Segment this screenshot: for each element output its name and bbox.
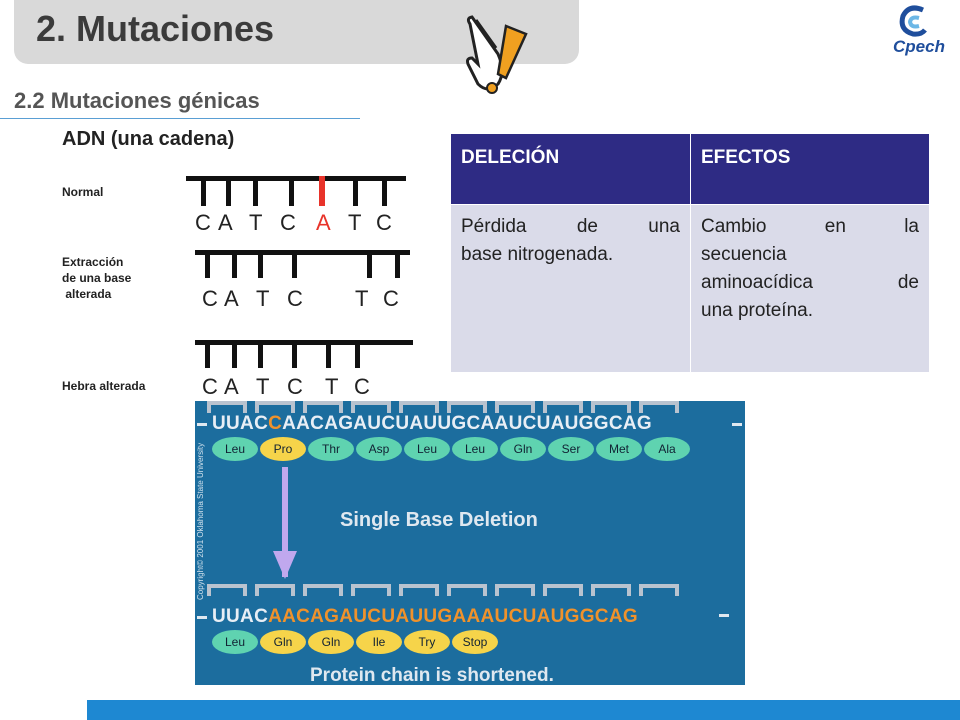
base: C <box>354 374 370 399</box>
amino-acid-leu: Leu <box>404 437 450 461</box>
logo-text: Cpech <box>893 37 945 56</box>
shifted-sequence: AACAGAUCUAUUGAAAUCUAUGGCAG <box>268 606 638 627</box>
deletion-cell: Pérdida de una base nitrogenada. <box>450 204 691 373</box>
amino-acid-ile: Ile <box>356 630 402 654</box>
original-mrna-sequence: UUACCAACAGAUCUAUUGCAAUCUAUGGCAG <box>212 413 652 435</box>
amino-acid-met: Met <box>596 437 642 461</box>
cpech-logo-icon <box>899 5 927 37</box>
base: C <box>280 210 296 235</box>
amino-acid-gln: Gln <box>260 630 306 654</box>
amino-acid-try: Try <box>404 630 450 654</box>
extraction-label-line: alterada <box>62 287 112 301</box>
amino-acid-thr: Thr <box>308 437 354 461</box>
amino-acid-gln: Gln <box>308 630 354 654</box>
cell-line: secuencia <box>701 244 787 265</box>
slide-title: 2. Mutaciones <box>36 8 275 49</box>
amino-acid-ser: Ser <box>548 437 594 461</box>
base: T <box>256 374 270 399</box>
extraction-label-line: Extracción <box>62 255 124 269</box>
altered-dna-strand <box>195 340 413 368</box>
base: C <box>202 286 218 311</box>
base: T <box>256 286 270 311</box>
base: T <box>348 210 362 235</box>
deletion-title: Single Base Deletion <box>340 509 538 531</box>
seq-part: UUAC <box>212 413 269 434</box>
pointing-hand-warning-icon <box>466 15 528 94</box>
header-deletion: DELECIÓN <box>450 133 691 205</box>
cell-line: Pérdida de una <box>461 216 680 237</box>
deleted-base: C <box>268 413 283 434</box>
header-effects: EFECTOS <box>690 133 930 205</box>
effects-cell: Cambio en la secuencia aminoacídica de u… <box>690 204 930 373</box>
mutated-mrna-sequence: UUACAACAGAUCUAUUGAAAUCUAUGGCAG <box>212 606 638 628</box>
amino-acid-asp: Asp <box>356 437 402 461</box>
cell-line: una proteína. <box>701 300 813 321</box>
extraction-label-line: de una base <box>62 271 132 285</box>
cell-line: Cambio en la <box>701 216 919 237</box>
subtitle-rule <box>0 118 360 119</box>
base: T <box>355 286 369 311</box>
base: A <box>224 286 239 311</box>
altered-strand-label: Hebra alterada <box>62 379 146 393</box>
mrna-diagram-graphics <box>197 401 742 619</box>
base: C <box>287 374 303 399</box>
base: C <box>383 286 399 311</box>
cell-line: base nitrogenada. <box>461 244 614 265</box>
base: T <box>325 374 339 399</box>
highlighted-base: A <box>316 210 331 235</box>
base: C <box>287 286 303 311</box>
amino-acid-ala: Ala <box>644 437 690 461</box>
seq-part: UUAC <box>212 606 269 627</box>
base: T <box>249 210 263 235</box>
amino-acid-leu: Leu <box>452 437 498 461</box>
normal-label: Normal <box>62 185 104 199</box>
base: C <box>376 210 392 235</box>
copyright-text: Copyright© 2001 Oklahoma State Universit… <box>196 442 205 600</box>
base: A <box>224 374 239 399</box>
amino-acid-stop: Stop <box>452 630 498 654</box>
normal-dna-strand <box>186 176 406 206</box>
base: C <box>202 374 218 399</box>
base: A <box>218 210 233 235</box>
seq-part: AACAGAUCUAUUGCAAUCUAUGGCAG <box>282 413 652 434</box>
section-subtitle: 2.2 Mutaciones génicas <box>14 88 260 113</box>
deletion-effects-table: DELECIÓN EFECTOS Pérdida de una base nit… <box>450 133 930 373</box>
base: C <box>195 210 211 235</box>
amino-acid-leu: Leu <box>212 437 258 461</box>
result-title: Protein chain is shortened. <box>310 665 554 686</box>
footer-bar <box>87 700 960 720</box>
cell-line: aminoacídica de <box>701 272 919 293</box>
amino-acid-gln: Gln <box>500 437 546 461</box>
dna-heading: ADN (una cadena) <box>62 128 235 150</box>
extraction-dna-strand <box>195 250 410 278</box>
amino-acid-pro: Pro <box>260 437 306 461</box>
amino-acid-leu: Leu <box>212 630 258 654</box>
extraction-label: Extracción de una base alterada <box>62 254 131 302</box>
